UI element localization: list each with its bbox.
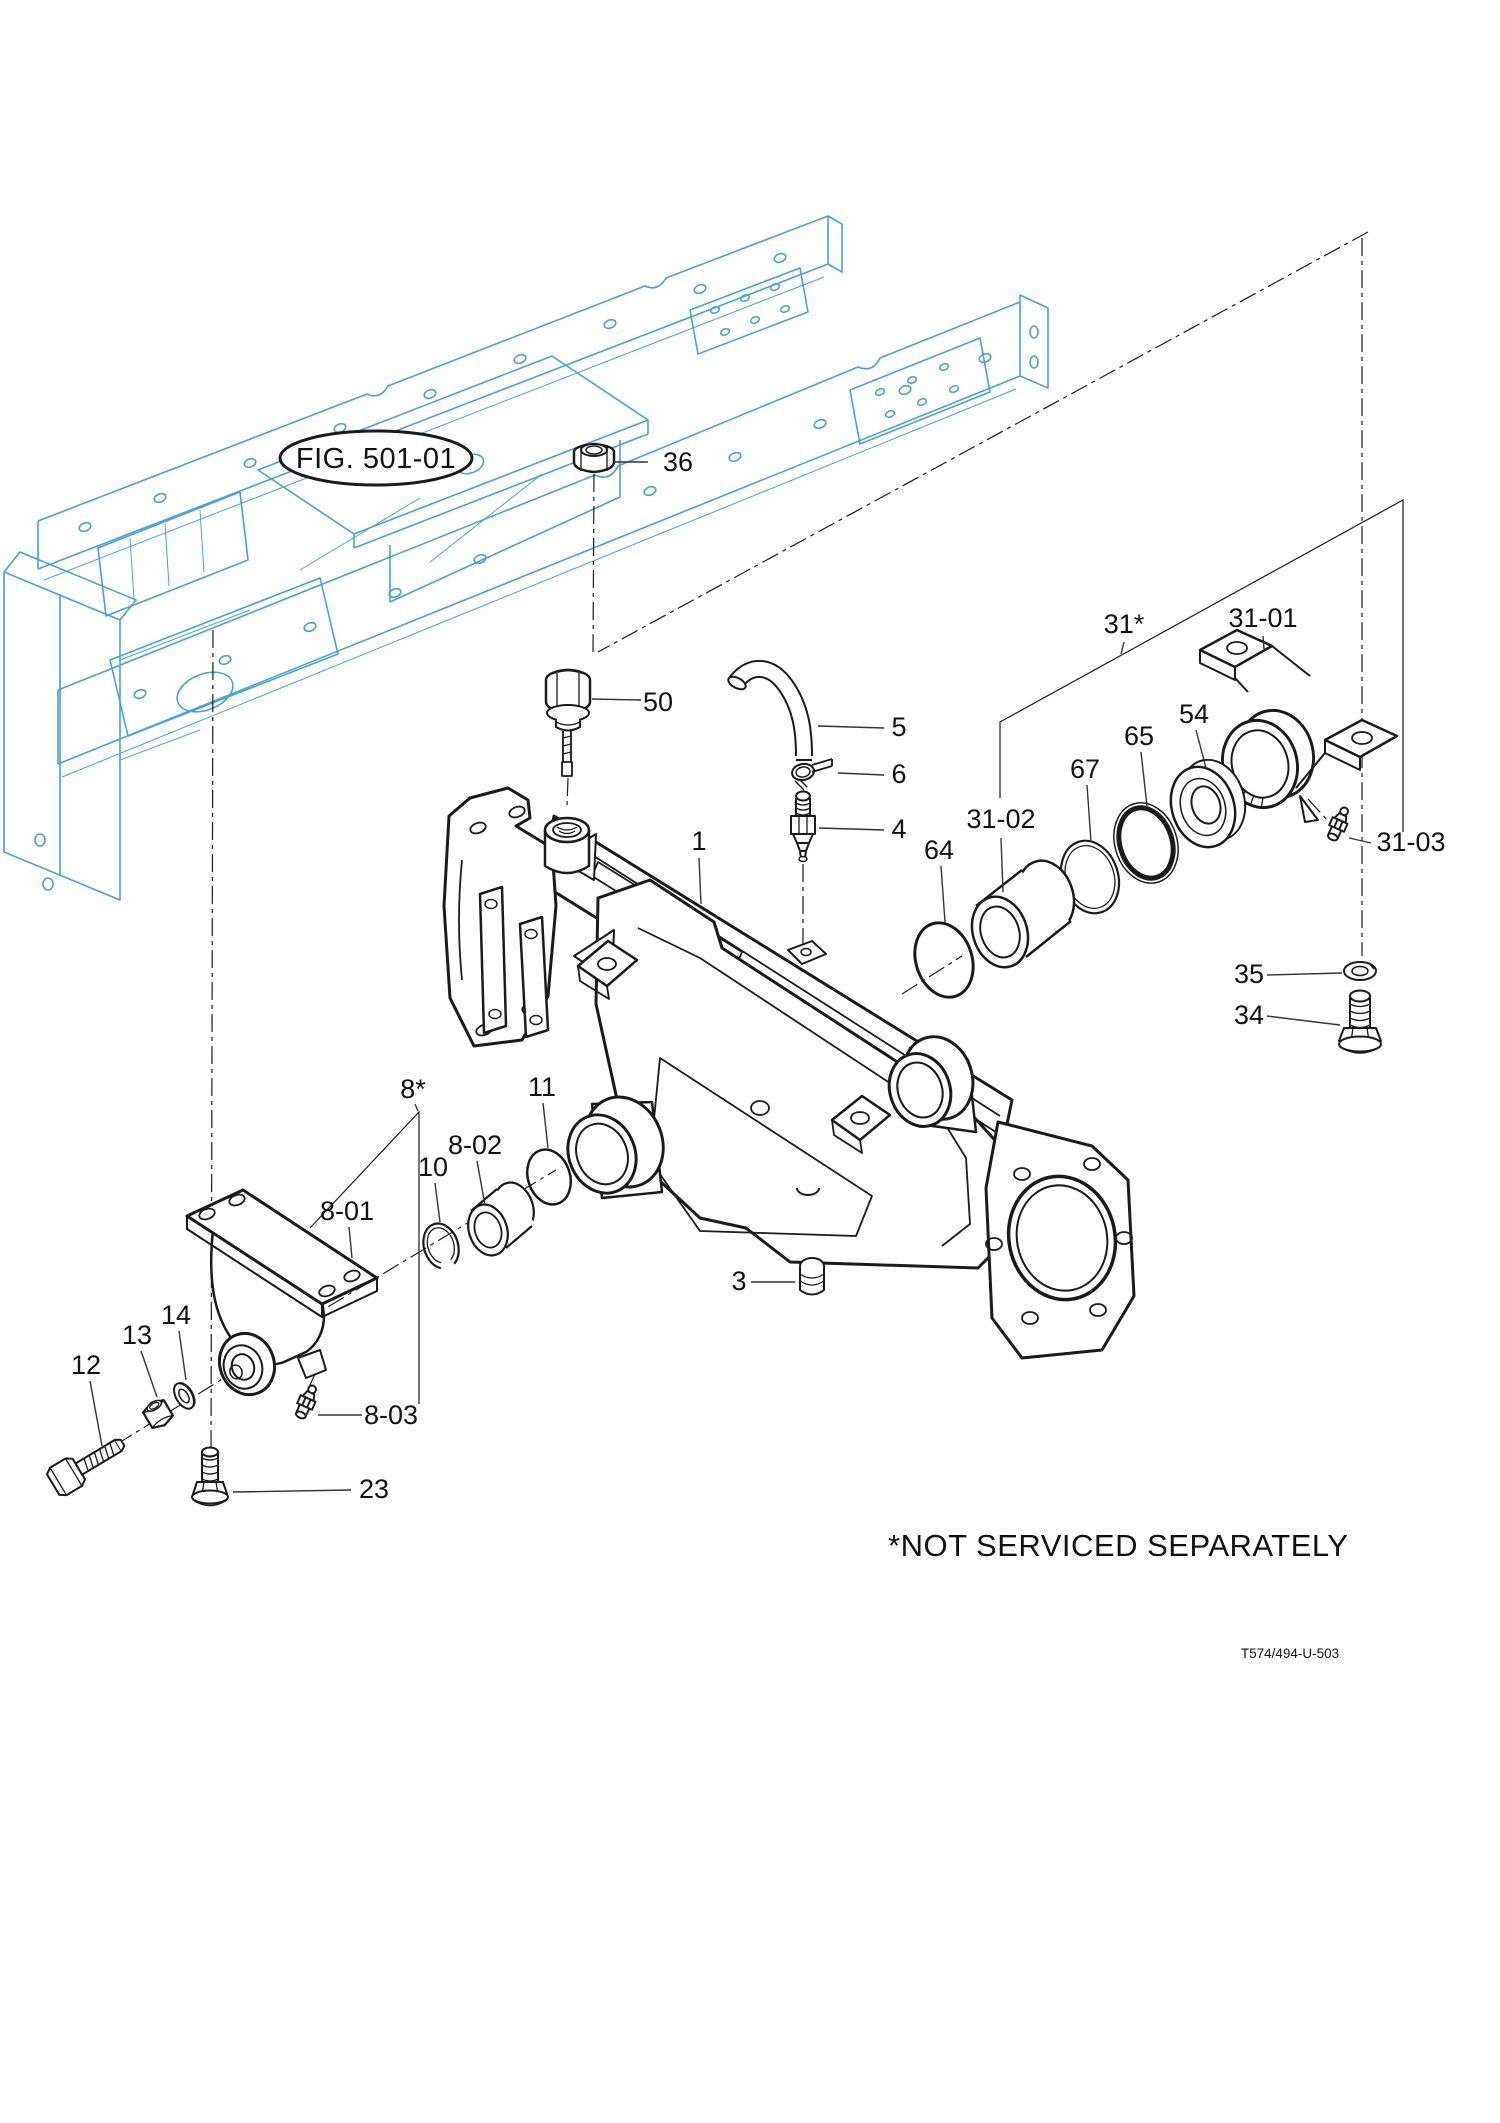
part-12-bolt bbox=[45, 1438, 126, 1497]
part-label-12: 12 bbox=[71, 1350, 101, 1380]
part-label-54: 54 bbox=[1179, 699, 1209, 729]
rear-rail-gusset-plate bbox=[689, 267, 809, 355]
part-31-01-bearing-support bbox=[1198, 628, 1399, 823]
part-8-01-support-bracket bbox=[185, 1188, 379, 1397]
part-label-34: 34 bbox=[1234, 1000, 1264, 1030]
part-label-3: 3 bbox=[731, 1266, 746, 1296]
part-36-nut bbox=[572, 442, 616, 474]
part-label-8star: 8* bbox=[400, 1074, 426, 1104]
doc-code-text: T574/494-U-503 bbox=[1241, 1646, 1339, 1661]
part-label-31-03: 31-03 bbox=[1376, 827, 1445, 857]
part-65-seal-ring bbox=[1113, 802, 1179, 884]
group-8-boundary bbox=[309, 1110, 420, 1404]
part-13-nut bbox=[141, 1399, 175, 1429]
part-34-bolt bbox=[1338, 989, 1382, 1054]
rear-rail-top-edge bbox=[37, 215, 829, 522]
group-31-boundary bbox=[999, 498, 1404, 832]
part-label-67: 67 bbox=[1070, 754, 1100, 784]
part-64-o-ring bbox=[913, 921, 975, 999]
chassis-frame-drawing bbox=[3, 215, 1049, 901]
part-8-02-bushing bbox=[467, 1181, 537, 1257]
part-label-8-03: 8-03 bbox=[364, 1400, 418, 1430]
front-rail-gusset-plate bbox=[849, 337, 991, 445]
footnote-text: *NOT SERVICED SEPARATELY bbox=[888, 1528, 1349, 1563]
part-label-8-01: 8-01 bbox=[320, 1196, 374, 1226]
part-label-14: 14 bbox=[161, 1300, 191, 1330]
part-label-1: 1 bbox=[691, 826, 706, 856]
part-1-axle-housing-drawing bbox=[442, 786, 1136, 1360]
part-label-4: 4 bbox=[891, 814, 906, 844]
part-23-bolt bbox=[191, 1446, 229, 1507]
part-label-23: 23 bbox=[359, 1474, 389, 1504]
part-3-drain-plug bbox=[799, 1257, 825, 1296]
part-label-50: 50 bbox=[643, 687, 673, 717]
part-label-13: 13 bbox=[122, 1320, 152, 1350]
part-4-hose-nipple bbox=[790, 790, 816, 863]
part-35-spring-washer bbox=[1343, 961, 1377, 981]
part-54-seal-washer bbox=[1169, 758, 1247, 849]
left-mount-axis bbox=[210, 629, 214, 1453]
figure-reference-text: FIG. 501-01 bbox=[296, 443, 456, 475]
part-8-03-grease-fitting bbox=[295, 1384, 318, 1420]
part-50-filler-plug bbox=[544, 668, 592, 777]
part-label-11: 11 bbox=[528, 1072, 556, 1102]
part-label-65: 65 bbox=[1124, 721, 1154, 751]
frame-front-end bbox=[3, 491, 339, 901]
part-label-10: 10 bbox=[418, 1152, 448, 1182]
part-label-8-02: 8-02 bbox=[448, 1130, 502, 1160]
part-label-64: 64 bbox=[924, 835, 954, 865]
part-label-31-01: 31-01 bbox=[1228, 603, 1297, 633]
front-rail-top-edge bbox=[57, 301, 1021, 691]
part-11-o-ring bbox=[525, 1148, 573, 1206]
part-5-breather-hose bbox=[727, 659, 813, 761]
part-14-washer bbox=[173, 1382, 196, 1410]
part-label-31-02: 31-02 bbox=[966, 804, 1035, 834]
part-31-03-grease-fitting bbox=[1327, 806, 1350, 842]
part-labels: 36 50 5 6 4 1 31* 31-01 54 65 67 31-02 6… bbox=[71, 447, 1446, 1504]
leader-lines bbox=[89, 461, 1372, 1493]
part-label-6: 6 bbox=[891, 759, 906, 789]
part-6-hose-clamp bbox=[791, 758, 833, 791]
pivot-axis-diagonal bbox=[597, 231, 1369, 653]
part-10-snap-ring bbox=[422, 1222, 460, 1270]
group-boundary-lines bbox=[309, 498, 1404, 1404]
part-label-31star: 31* bbox=[1104, 609, 1145, 639]
part-label-5: 5 bbox=[891, 712, 906, 742]
figure-callout: FIG. 501-01 bbox=[278, 429, 474, 487]
part-31-02-bushing bbox=[970, 859, 1076, 969]
part-label-36: 36 bbox=[663, 447, 693, 477]
part-label-35: 35 bbox=[1234, 959, 1264, 989]
